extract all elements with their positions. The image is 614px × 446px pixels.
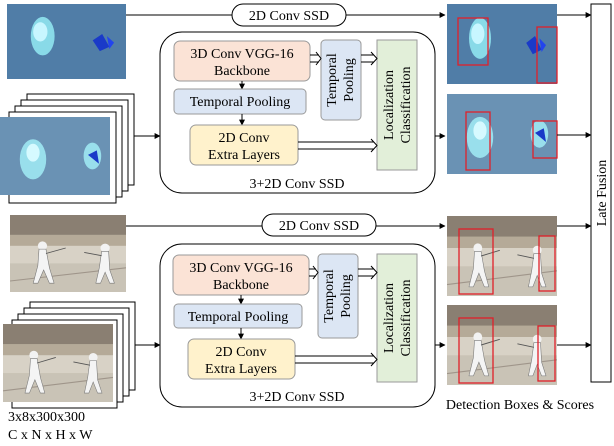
detection-box — [536, 26, 558, 84]
bottom-backbone-line2: Backbone — [213, 278, 269, 293]
top-vertical-pooling-box — [320, 39, 362, 121]
bottom-3d-ssd-label: 3+2D Conv SSD — [249, 390, 344, 405]
bottom-vpool-line1: Temporal — [322, 269, 337, 323]
bottom-extra-line1: 2D Conv — [216, 345, 267, 360]
bottom-loc-class-box — [376, 253, 418, 383]
detection-box — [457, 17, 489, 66]
bottom-2d-ssd-label: 2D Conv SSD — [279, 219, 359, 234]
detection-box — [458, 317, 494, 384]
output-caption: Detection Boxes & Scores — [446, 398, 594, 413]
bottom-vertical-pooling-box — [317, 253, 359, 339]
thermal-frame-stack — [0, 93, 135, 204]
top-loc-class-box — [376, 39, 418, 171]
bottom-output-frame-1 — [447, 216, 557, 296]
bottom-loc-line2: Classification — [399, 280, 414, 357]
top-vpool-line1: Temporal — [325, 53, 340, 107]
fencing-frame-image — [10, 215, 126, 292]
top-extra-line1: 2D Conv — [219, 131, 270, 146]
bottom-temporal-pooling-box — [173, 303, 303, 329]
top-extra-line2: Extra Layers — [208, 148, 280, 163]
top-backbone-line1: 3D Conv VGG-16 — [190, 47, 293, 62]
top-3d-ssd-label: 3+2D Conv SSD — [249, 177, 344, 192]
top-2d-ssd-box — [231, 3, 347, 27]
top-loc-line1: Localization — [382, 70, 397, 140]
top-output-frame-2 — [447, 94, 558, 174]
bottom-extra-layers-box — [187, 338, 296, 380]
bottom-extra-line2: Extra Layers — [205, 362, 277, 377]
top-temporal-pooling-label: Temporal Pooling — [190, 95, 291, 110]
detection-box — [458, 228, 494, 295]
top-2d-ssd-label: 2D Conv SSD — [249, 9, 329, 24]
detection-box — [465, 111, 491, 171]
detection-box — [537, 325, 556, 382]
bottom-vpool-line2: Pooling — [339, 274, 354, 318]
detection-box — [538, 235, 556, 292]
late-fusion-box — [590, 3, 612, 383]
bottom-loc-line1: Localization — [382, 283, 397, 353]
thermal-frame-image — [7, 4, 126, 79]
top-loc-line2: Classification — [399, 67, 414, 144]
bottom-backbone-line1: 3D Conv VGG-16 — [189, 261, 292, 276]
top-extra-layers-box — [189, 124, 299, 166]
top-temporal-pooling-box — [173, 88, 307, 115]
input-dims-line1: 3x8x300x300 — [8, 410, 85, 425]
fencing-frame-stack — [3, 301, 136, 409]
top-output-frame-1 — [447, 4, 558, 84]
top-vpool-line2: Pooling — [342, 58, 357, 102]
bottom-2d-ssd-box — [261, 213, 377, 237]
late-fusion-label: Late Fusion — [595, 160, 610, 227]
top-backbone-line2: Backbone — [214, 64, 270, 79]
bottom-output-frame-2 — [447, 305, 557, 385]
detection-box — [532, 120, 558, 159]
input-dims-line2: C x N x H x W — [8, 428, 93, 443]
bottom-temporal-pooling-label: Temporal Pooling — [188, 310, 289, 325]
